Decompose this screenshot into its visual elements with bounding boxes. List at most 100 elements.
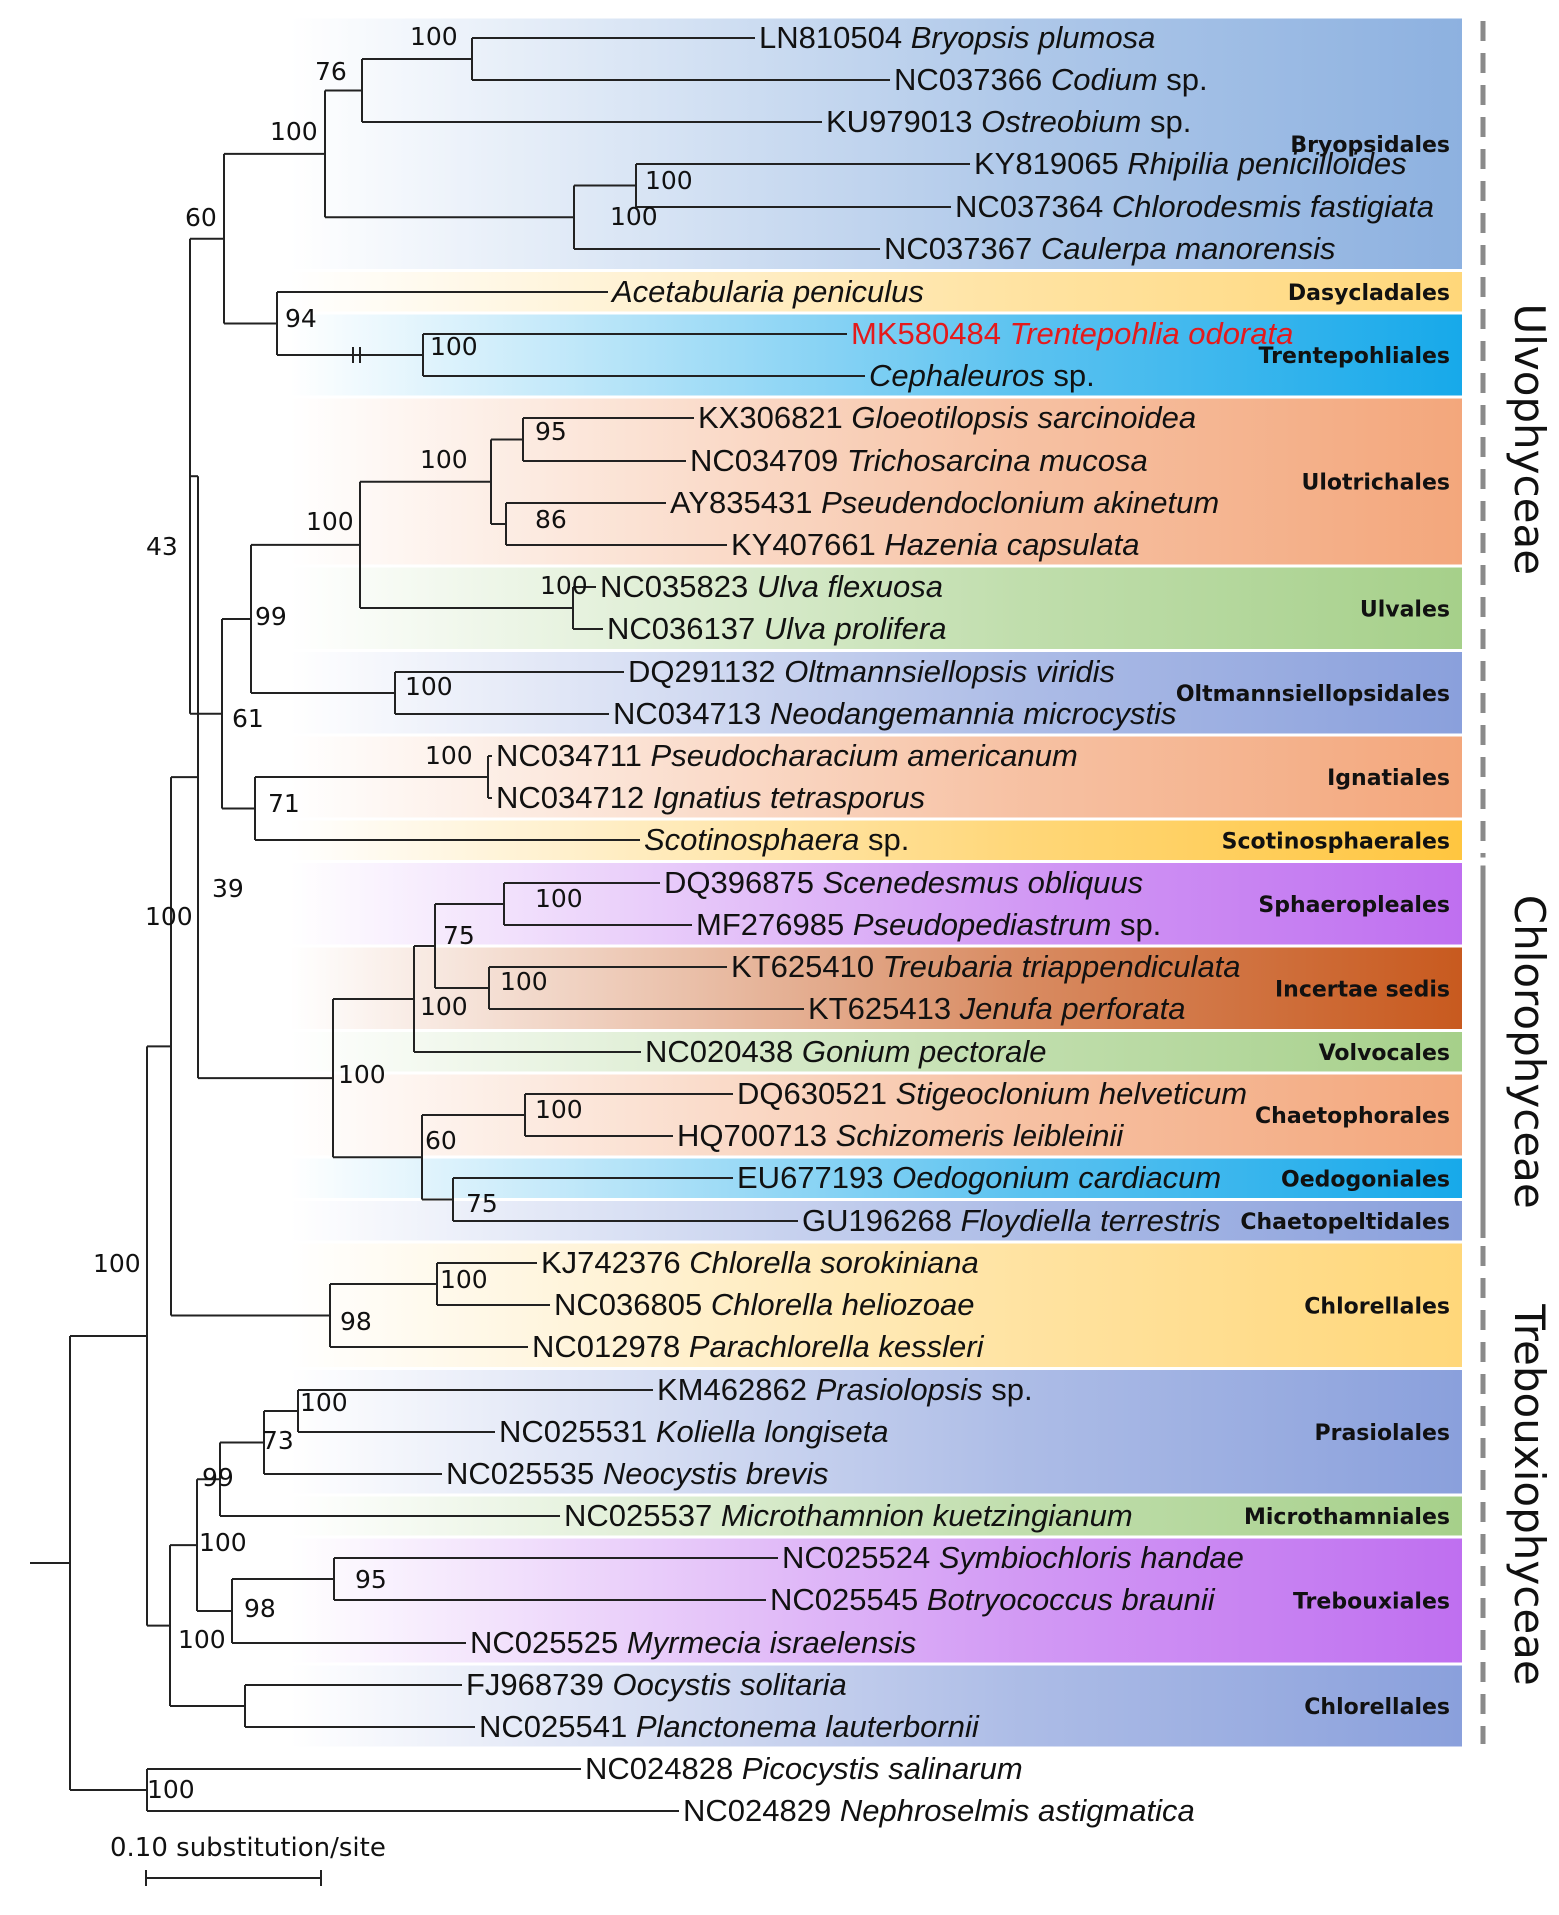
taxon-label: NC025524 Symbiochloris handae [782,1540,1244,1575]
taxon-label: Acetabularia peniculus [610,274,924,309]
bootstrap-value: 100 [405,672,453,701]
taxon-label: Cephaleuros sp. [869,358,1095,393]
taxon-label: GU196268 Floydiella terrestris [802,1203,1221,1238]
bootstrap-value: 100 [645,166,693,195]
order-label: Incertae sedis [1275,977,1450,1002]
order-label: Sphaeropleales [1258,893,1450,918]
order-label: Bryopsidales [1290,133,1450,158]
bootstrap-value: 100 [440,1265,488,1294]
taxon-label: NC037364 Chlorodesmis fastigiata [955,189,1434,224]
bootstrap-value: 100 [300,1388,348,1417]
order-band-chlorellales [290,1665,1462,1747]
taxon-label: NC020438 Gonium pectorale [645,1034,1047,1069]
taxon-label: NC037366 Codium sp. [894,62,1208,97]
bootstrap-value: 98 [340,1307,372,1336]
order-label: Volvocales [1319,1041,1450,1066]
bootstrap-value: 100 [93,1249,141,1278]
bootstrap-value: 39 [212,874,244,903]
taxon-label: NC024829 Nephroselmis astigmatica [683,1793,1195,1828]
taxon-label: NC036137 Ulva prolifera [607,611,946,646]
taxon-label: KX306821 Gloeotilopsis sarcinoidea [698,400,1196,435]
class-label: Trebouxiophyceae [1505,1303,1554,1686]
bootstrap-value: 100 [535,884,583,913]
bootstrap-value: 76 [315,57,347,86]
class-label: Chlorophyceae [1505,895,1554,1209]
taxon-label: FJ968739 Oocystis solitaria [466,1667,847,1702]
bootstrap-value: 100 [500,967,548,996]
bootstrap-value: 60 [185,203,217,232]
taxon-label: NC025531 Koliella longiseta [499,1414,889,1449]
bootstrap-value: 94 [285,304,317,333]
bootstrap-value: 99 [255,602,287,631]
taxon-label: LN810504 Bryopsis plumosa [759,20,1155,55]
bootstrap-value: 100 [145,902,193,931]
taxon-label: NC024828 Picocystis salinarum [585,1751,1023,1786]
bootstrap-value: 100 [535,1095,583,1124]
taxon-label: NC025541 Planctonema lauterbornii [479,1709,980,1744]
bootstrap-value: 75 [443,921,475,950]
order-label: Ulotrichales [1301,471,1450,496]
bootstrap-value: 100 [540,571,588,600]
bootstrap-value: 61 [232,704,264,733]
order-label: Microthamniales [1244,1505,1450,1530]
bootstrap-value: 95 [355,1565,387,1594]
order-label: Chlorellales [1304,1695,1450,1720]
taxon-label: DQ630521 Stigeoclonium helveticum [737,1076,1247,1111]
bootstrap-value: 100 [420,445,468,474]
taxon-label: AY835431 Pseudendoclonium akinetum [670,485,1219,520]
order-label: Chlorellales [1304,1294,1450,1319]
class-label: Ulvophyceae [1505,303,1554,575]
taxon-label: Scotinosphaera sp. [644,822,909,857]
bootstrap-value: 100 [420,992,468,1021]
bootstrap-value: 100 [610,202,658,231]
taxon-label: KU979013 Ostreobium sp. [826,104,1191,139]
taxon-label: NC012978 Parachlorella kessleri [532,1329,985,1364]
bootstrap-value: 60 [425,1126,457,1155]
order-label: Trebouxiales [1293,1590,1450,1615]
taxon-label: NC037367 Caulerpa manorensis [884,231,1336,266]
order-label: Scotinosphaerales [1222,829,1450,854]
bootstrap-value: 100 [430,332,478,361]
taxon-label: EU677193 Oedogonium cardiacum [737,1160,1221,1195]
taxon-label: NC025545 Botryococcus braunii [770,1582,1216,1617]
bootstrap-value: 73 [262,1426,294,1455]
taxon-label: NC034713 Neodangemannia microcystis [613,696,1176,731]
taxon-label: KT625410 Treubaria triappendiculata [731,949,1241,984]
order-label: Oedogoniales [1281,1167,1450,1192]
taxon-label: DQ396875 Scenedesmus obliquus [664,865,1143,900]
taxon-label: NC034712 Ignatius tetrasporus [496,780,925,815]
bootstrap-value: 100 [425,741,473,770]
taxon-label: MF276985 Pseudopediastrum sp. [696,907,1161,942]
bootstrap-value: 100 [410,22,458,51]
order-label: Ulvales [1360,597,1450,622]
taxon-label: MK580484 Trentepohlia odorata [851,316,1293,351]
taxon-label: NC036805 Chlorella heliozoae [554,1287,975,1322]
taxon-label: HQ700713 Schizomeris leibleinii [677,1118,1124,1153]
scale-bar-label: 0.10 substitution/site [110,1833,386,1863]
order-band-bryopsidales [290,18,1462,269]
bootstrap-value: 100 [270,117,318,146]
taxon-label: NC034711 Pseudocharacium americanum [496,738,1078,773]
scale-bar: 0.10 substitution/site [110,1833,386,1886]
bootstrap-value: 100 [147,1775,195,1804]
taxon-label: NC025537 Microthamnion kuetzingianum [564,1498,1133,1533]
bootstrap-value: 95 [535,417,567,446]
bootstrap-value: 71 [268,789,300,818]
taxon-label: NC025525 Myrmecia israelensis [470,1625,916,1660]
bootstrap-value: 98 [244,1594,276,1623]
taxon-label: NC034709 Trichosarcina mucosa [690,443,1148,478]
order-label: Ignatiales [1327,766,1450,791]
order-label: Oltmannsiellopsidales [1176,682,1450,707]
taxon-label: KY819065 Rhipilia penicilloides [974,146,1407,181]
taxon-label: KT625413 Jenufa perforata [808,991,1185,1026]
bootstrap-value: 75 [466,1189,498,1218]
taxon-label: KJ742376 Chlorella sorokiniana [541,1245,979,1280]
order-label: Chaetopeltidales [1240,1210,1450,1235]
taxon-label: NC025535 Neocystis brevis [446,1456,829,1491]
bootstrap-value: 100 [178,1625,226,1654]
order-band-oltmannsiellopsidales [290,652,1462,734]
order-label: Dasycladales [1288,281,1450,306]
order-label: Prasiolales [1314,1421,1450,1446]
